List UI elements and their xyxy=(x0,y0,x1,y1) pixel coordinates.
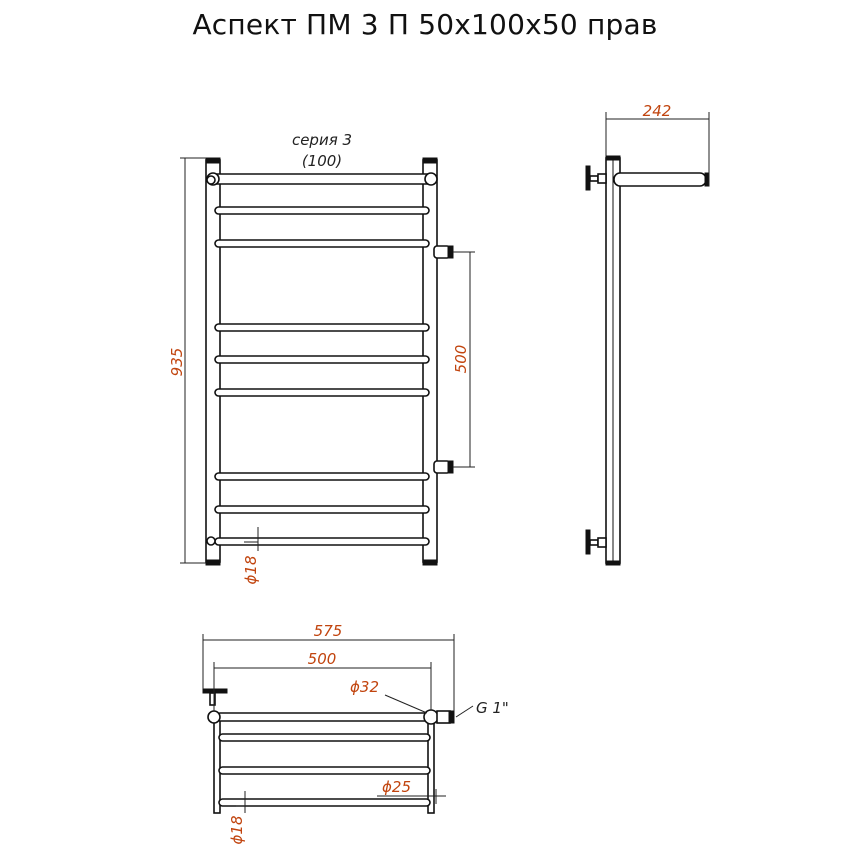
side-upright-cap-top xyxy=(605,155,621,161)
connection-fitting-bottom xyxy=(433,460,454,474)
rung xyxy=(214,472,430,481)
front-view: 935 500 ϕ18 серия 3 (100) xyxy=(168,131,475,584)
wall-mount-icon xyxy=(206,175,216,185)
top-right-upright xyxy=(427,716,435,814)
dim-height-label: 935 xyxy=(168,348,186,377)
dim-total-width xyxy=(202,634,455,711)
series-sub-label: (100) xyxy=(302,152,342,170)
dim-pipe-diameter-label: ϕ32 xyxy=(350,678,379,696)
rung xyxy=(214,355,430,364)
dim-connection-spacing-label: 500 xyxy=(452,345,470,374)
left-upright-cap-bottom xyxy=(205,559,221,566)
dim-center-width xyxy=(213,662,432,711)
rung xyxy=(214,323,430,332)
rung xyxy=(214,505,430,514)
dim-rung-diameter-front xyxy=(244,527,259,551)
dim-center-width-label: 500 xyxy=(308,650,337,668)
top-view: 575 500 ϕ32 G 1" ϕ25 ϕ18 xyxy=(202,622,509,845)
dim-rung-diameter-top-label: ϕ18 xyxy=(228,816,246,845)
dim-rung-diameter-top xyxy=(236,791,246,813)
top-connection-fitting xyxy=(423,709,455,725)
rung-end-cap xyxy=(424,172,438,186)
dim-total-width-label: 575 xyxy=(314,622,343,640)
right-upright-cap-top xyxy=(422,157,438,164)
dim-connection-spacing xyxy=(453,251,475,468)
side-rung xyxy=(613,172,707,187)
top-rung xyxy=(218,733,431,742)
wall-mount-icon xyxy=(206,536,216,546)
left-upright-cap-top xyxy=(205,157,221,164)
series-label: серия 3 xyxy=(292,131,352,149)
dim-rung-spacing-diameter-label: ϕ25 xyxy=(382,778,411,796)
side-wall-bracket-top xyxy=(585,165,607,191)
side-view: 242 xyxy=(585,102,710,566)
top-rung xyxy=(218,798,431,807)
right-upright-cap-bottom xyxy=(422,559,438,566)
top-rung xyxy=(215,712,431,722)
dim-depth-label: 242 xyxy=(643,102,672,120)
dim-rung-diameter-front-label: ϕ18 xyxy=(242,556,260,585)
rung xyxy=(214,206,430,215)
rung xyxy=(211,173,435,185)
dim-height xyxy=(180,157,206,564)
rung xyxy=(214,239,430,248)
side-upright-cap-bottom xyxy=(605,560,621,566)
rung xyxy=(214,388,430,397)
thread-label: G 1" xyxy=(476,699,509,717)
top-left-upright xyxy=(213,716,221,814)
top-rung xyxy=(218,766,431,775)
side-wall-bracket-bottom xyxy=(585,529,607,555)
connection-fitting-top xyxy=(433,245,454,259)
dim-depth xyxy=(605,112,710,186)
front-rungs xyxy=(211,173,435,546)
page-title: Аспект ПМ 3 П 50х100х50 прав xyxy=(192,8,658,41)
dim-rung-spacing xyxy=(377,789,446,804)
side-rung-cap xyxy=(704,172,710,187)
